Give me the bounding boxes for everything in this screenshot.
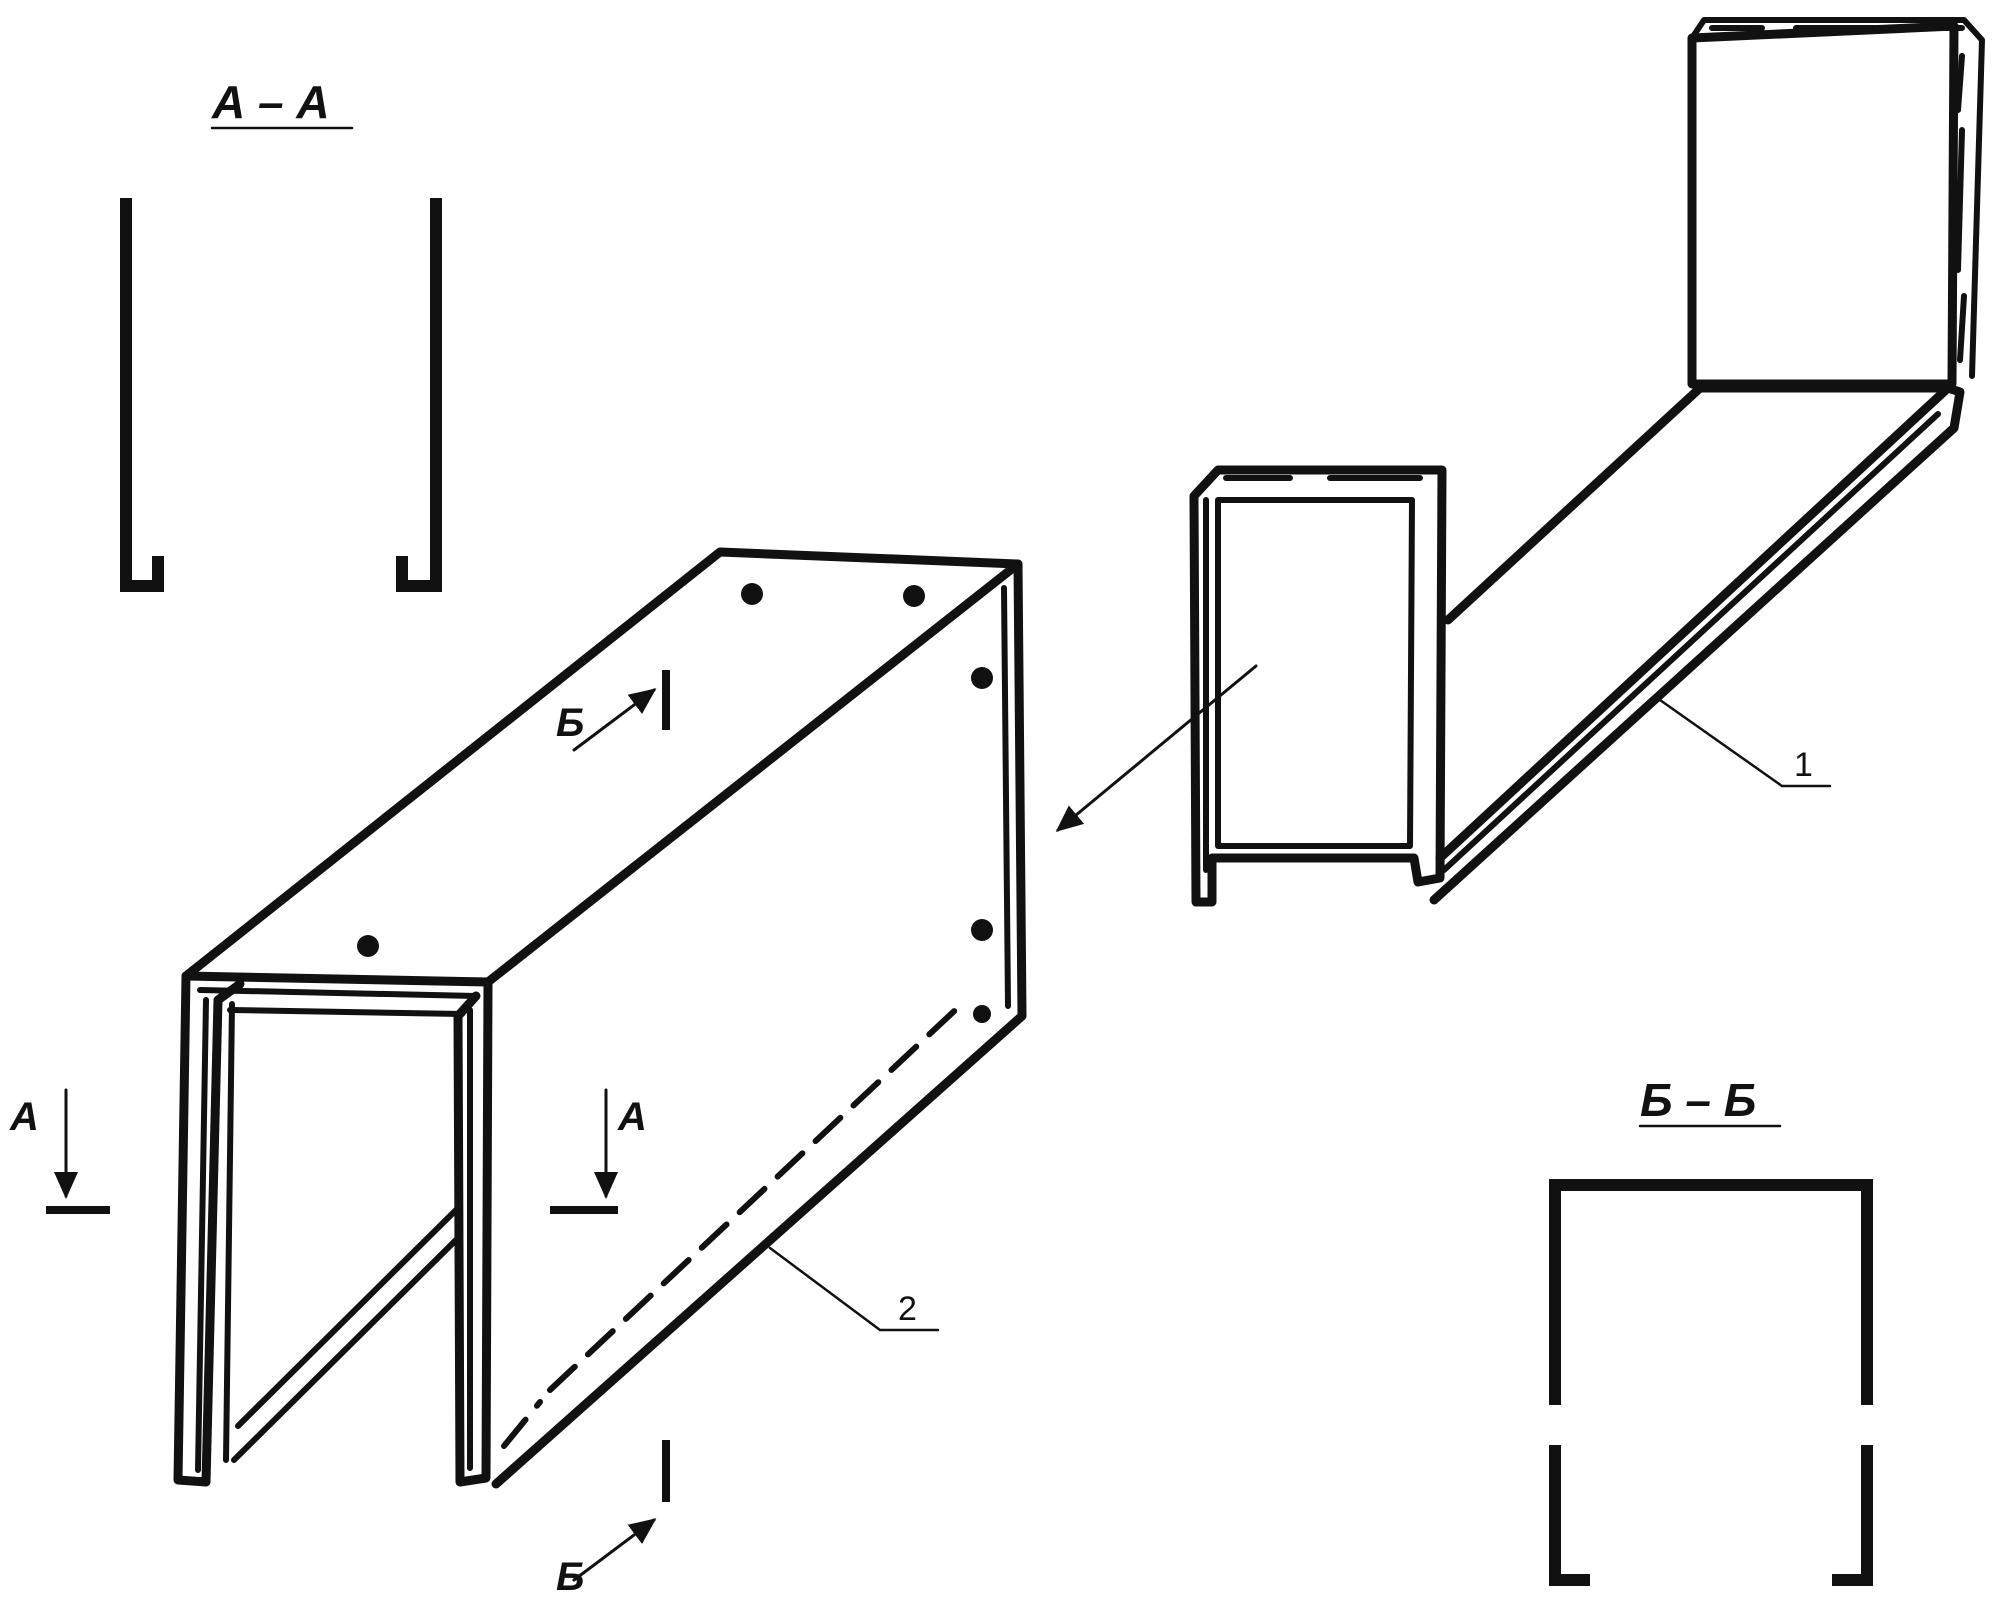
cut-mark-b-top: Б bbox=[556, 670, 670, 752]
section-aa: А – А bbox=[120, 76, 442, 592]
channel-side-face bbox=[491, 559, 1027, 1489]
channel-top-face bbox=[181, 547, 1023, 987]
cut-mark-b-bottom: Б bbox=[556, 1440, 670, 1599]
callout-part-2-number: 2 bbox=[898, 1290, 917, 1328]
cut-mark-b-bottom-arrow bbox=[572, 1518, 657, 1582]
channel-inner-rail bbox=[231, 1207, 459, 1463]
channel-part-2 bbox=[173, 547, 1027, 1489]
hook-front-face bbox=[1189, 465, 1447, 907]
cut-mark-a-right: А bbox=[550, 1088, 647, 1214]
assembly-direction-arrow bbox=[1055, 664, 1258, 832]
section-bb-title: Б – Б bbox=[1640, 1074, 1756, 1126]
channel-front-top-edge-inner bbox=[227, 1007, 465, 1017]
cut-mark-a-left-label: А bbox=[9, 1095, 39, 1139]
channel-front-top-edge bbox=[197, 987, 479, 999]
rivet bbox=[971, 667, 993, 689]
section-aa-title: А – А bbox=[211, 76, 330, 128]
channel-right-leg bbox=[453, 977, 493, 1487]
channel-side-edge-inner bbox=[1001, 585, 1011, 1009]
hook-upright-side-slots bbox=[1955, 53, 1967, 363]
hook-body-inner-line bbox=[1441, 411, 1941, 873]
callout-part-2-leader bbox=[768, 1246, 940, 1332]
section-bb: Б – Б bbox=[1549, 1074, 1873, 1586]
section-bb-top-profile bbox=[1549, 1179, 1873, 1405]
rivet bbox=[971, 919, 993, 941]
section-aa-right-profile bbox=[396, 198, 442, 592]
cut-mark-a-right-label: А bbox=[617, 1095, 647, 1139]
callout-part-2: 2 bbox=[768, 1246, 940, 1332]
callout-part-1-leader bbox=[1658, 698, 1832, 788]
hook-long-body-bottom bbox=[1429, 383, 1965, 905]
rivet bbox=[903, 585, 925, 607]
callout-part-1: 1 bbox=[1658, 698, 1832, 788]
hook-upright-top bbox=[1689, 17, 1985, 379]
channel-left-leg bbox=[173, 971, 245, 1487]
cut-mark-b-top-label: Б bbox=[556, 701, 584, 745]
channel-left-leg-inner bbox=[195, 997, 209, 1473]
section-bb-bottom-profile bbox=[1549, 1445, 1873, 1586]
cut-mark-b-top-arrow bbox=[572, 688, 657, 752]
callout-part-1-number: 1 bbox=[1794, 746, 1813, 784]
cut-mark-a-left: А bbox=[9, 1088, 110, 1214]
rivet bbox=[357, 935, 379, 957]
section-aa-left-profile bbox=[120, 198, 164, 592]
hook-part-1 bbox=[1189, 17, 1985, 907]
channel-left-leg-inner-2 bbox=[223, 1001, 235, 1463]
hook-front-face-inner bbox=[1215, 497, 1415, 849]
channel-hidden-line bbox=[501, 997, 969, 1449]
rivet bbox=[973, 1005, 991, 1023]
hook-upright-face bbox=[1687, 21, 1959, 389]
rivet bbox=[741, 583, 763, 605]
